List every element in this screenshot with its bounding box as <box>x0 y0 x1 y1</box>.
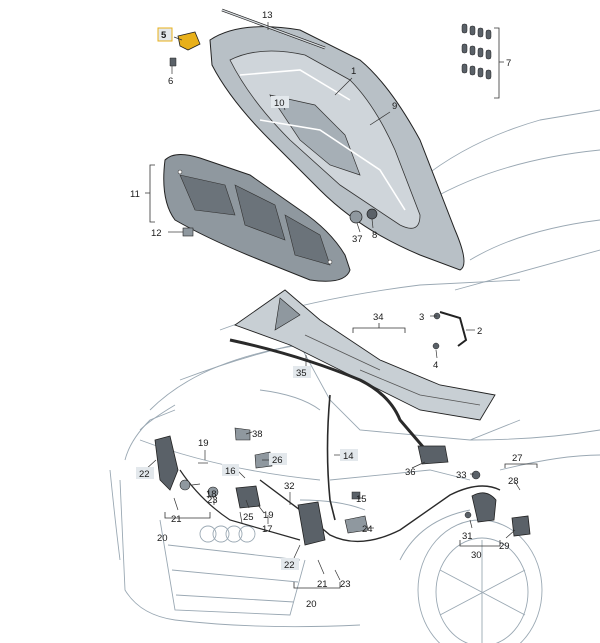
callout-19b: 19 <box>263 510 274 521</box>
callout-37: 37 <box>352 234 363 245</box>
callout-15: 15 <box>356 494 367 505</box>
callout-27: 27 <box>512 453 523 464</box>
callout-33: 33 <box>456 470 467 481</box>
callout-35: 35 <box>296 368 307 379</box>
callout-14: 14 <box>343 451 354 462</box>
callout-34: 34 <box>373 312 384 323</box>
callout-19a: 19 <box>198 438 209 449</box>
callout-6: 6 <box>168 76 173 87</box>
callout-3: 3 <box>419 312 424 323</box>
callout-32: 32 <box>284 481 295 492</box>
callout-18: 18 <box>206 489 217 500</box>
callout-24: 24 <box>362 524 373 535</box>
callout-36: 36 <box>405 467 416 478</box>
callout-23a: 23 <box>207 495 218 506</box>
callout-25: 25 <box>243 512 254 523</box>
callout-7: 7 <box>506 58 511 69</box>
callout-20a: 20 <box>157 533 168 544</box>
small-parts <box>154 23 531 546</box>
callout-2: 2 <box>477 326 482 337</box>
callout-1: 1 <box>351 66 356 77</box>
callout-28: 28 <box>508 476 519 487</box>
callout-38: 38 <box>252 429 263 440</box>
callout-23b: 23 <box>340 579 351 590</box>
callout-5: 5 <box>161 30 167 41</box>
callout-21b: 21 <box>317 579 328 590</box>
callout-10: 10 <box>274 98 285 109</box>
callout-22a: 22 <box>139 469 150 480</box>
callout-9: 9 <box>392 101 397 112</box>
callout-30: 30 <box>471 550 482 561</box>
callout-17: 17 <box>262 524 273 535</box>
callout-4: 4 <box>433 360 438 371</box>
hood-insulation-mat <box>163 154 351 282</box>
cowl-panel <box>234 289 496 421</box>
hood-panel <box>209 8 465 271</box>
callout-22b: 22 <box>284 560 295 571</box>
braces <box>145 27 538 589</box>
callout-16: 16 <box>225 466 236 477</box>
callout-29: 29 <box>499 541 510 552</box>
callout-26: 26 <box>272 455 283 466</box>
callout-12: 12 <box>151 228 162 239</box>
callout-13: 13 <box>262 10 273 21</box>
callout-20b: 20 <box>306 599 317 610</box>
callout-21a: 21 <box>171 514 182 525</box>
callout-31: 31 <box>462 531 473 542</box>
callout-11: 11 <box>130 189 140 200</box>
callout-8: 8 <box>372 230 377 241</box>
callout-labels: 1 2 3 4 5 6 7 8 9 10 11 12 13 14 15 16 1… <box>130 10 523 610</box>
cables <box>179 338 501 543</box>
